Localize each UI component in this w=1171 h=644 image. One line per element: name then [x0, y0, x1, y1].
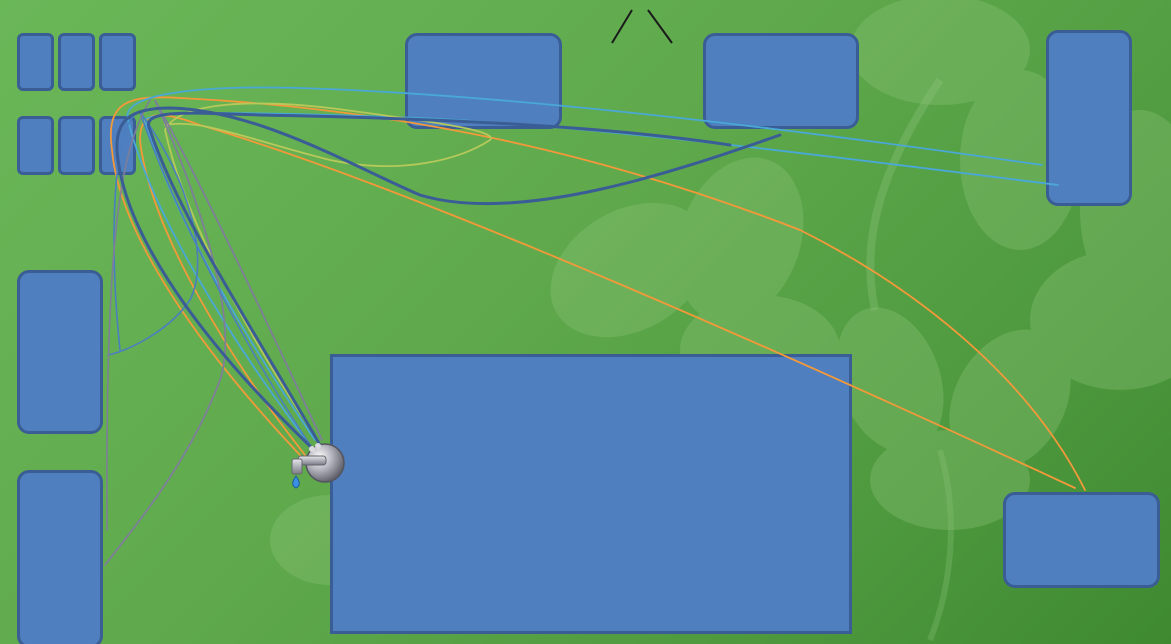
- bed-large-center[interactable]: [330, 354, 852, 634]
- bed-small-2[interactable]: [58, 33, 95, 91]
- bed-top-center[interactable]: [405, 33, 562, 129]
- bed-small-3[interactable]: [99, 33, 136, 91]
- bed-small-1[interactable]: [17, 33, 54, 91]
- bed-far-right-tall[interactable]: [1046, 30, 1132, 206]
- bed-small-4[interactable]: [17, 116, 54, 175]
- bed-left-middle[interactable]: [17, 270, 103, 434]
- bed-top-right[interactable]: [703, 33, 859, 129]
- bed-left-bottom[interactable]: [17, 470, 103, 644]
- bed-small-5[interactable]: [58, 116, 95, 175]
- bed-small-6[interactable]: [99, 116, 136, 175]
- bed-bottom-right[interactable]: [1003, 492, 1160, 588]
- faucet-icon[interactable]: [291, 443, 345, 483]
